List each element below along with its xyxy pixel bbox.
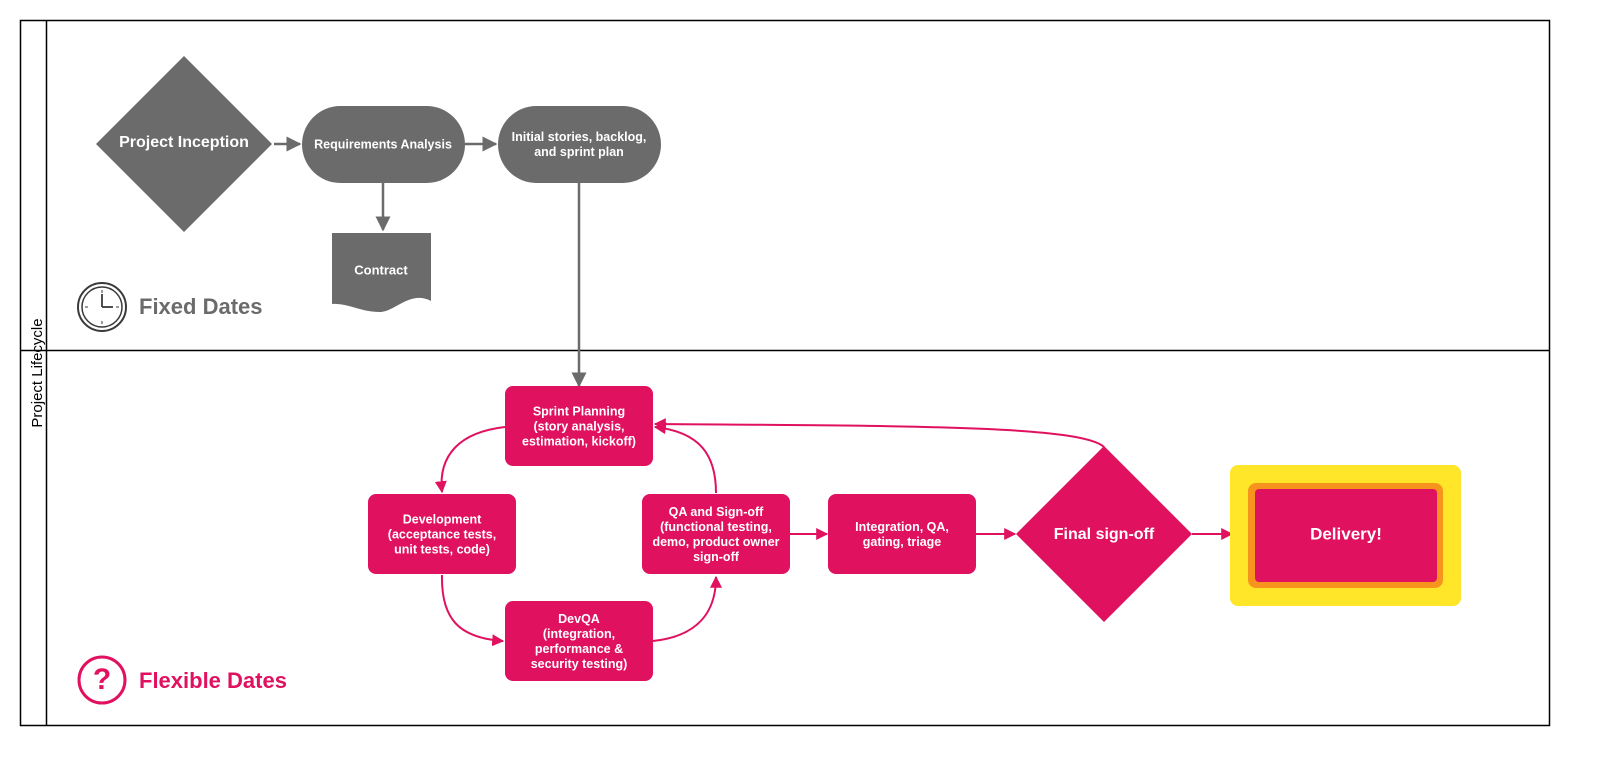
node-label-line: performance & <box>535 642 623 656</box>
arrow-sprint-to-development <box>434 426 506 494</box>
question-mark-icon: ? <box>77 655 127 705</box>
node-label: Final sign-off <box>1054 526 1155 543</box>
pool-label: Project Lifecycle <box>29 318 46 427</box>
connectors <box>274 136 1234 647</box>
node-label: Contract <box>354 262 408 277</box>
node-label: Project Inception <box>119 134 249 151</box>
node-development: Development(acceptance tests,unit tests,… <box>368 494 516 574</box>
node-label: Sprint Planning(story analysis,estimatio… <box>522 404 636 448</box>
clock-icon <box>77 282 127 332</box>
node-label-line: demo, product owner <box>652 535 779 549</box>
node-qa-signoff: QA and Sign-off(functional testing,demo,… <box>642 494 790 574</box>
node-label-line: Integration, QA, <box>855 520 949 534</box>
arrow-development-to-devqa <box>440 574 505 647</box>
node-integration: Integration, QA,gating, triage <box>828 494 976 574</box>
node-contract: Contract <box>332 233 431 312</box>
node-label: Integration, QA,gating, triage <box>855 520 949 549</box>
node-label-line: and sprint plan <box>534 145 624 159</box>
node-label-line: (acceptance tests, <box>388 527 496 541</box>
node-label-line: unit tests, code) <box>394 542 490 556</box>
arrow-qa-to-sprint <box>653 422 717 494</box>
node-label-line: (integration, <box>543 627 615 641</box>
node-label-line: Delivery! <box>1310 524 1382 543</box>
node-final-signoff: Final sign-off <box>1016 446 1192 622</box>
node-label-line: security testing) <box>531 657 628 671</box>
node-requirements-analysis: Requirements Analysis <box>302 106 465 183</box>
fixed-dates-title: Fixed Dates <box>139 294 263 319</box>
node-label-line: Requirements Analysis <box>314 137 452 151</box>
svg-text:?: ? <box>93 663 111 696</box>
node-label: DevQA(integration,performance &security … <box>531 612 628 671</box>
node-label-line: QA and Sign-off <box>669 505 764 519</box>
flexible-dates-title: Flexible Dates <box>139 668 287 693</box>
node-devqa: DevQA(integration,performance &security … <box>505 601 653 681</box>
node-label: Requirements Analysis <box>314 137 452 151</box>
node-project-inception: Project Inception <box>96 56 272 232</box>
node-label: QA and Sign-off(functional testing,demo,… <box>652 505 779 564</box>
node-label-line: Final sign-off <box>1054 526 1155 543</box>
node-label-line: gating, triage <box>863 535 942 549</box>
node-delivery: Delivery! <box>1230 465 1461 606</box>
node-label-line: Sprint Planning <box>533 404 625 418</box>
node-label: Initial stories, backlog,and sprint plan <box>512 130 647 159</box>
node-initial-stories: Initial stories, backlog,and sprint plan <box>498 106 661 183</box>
arrow-devqa-to-qa <box>652 575 722 642</box>
node-label-line: Initial stories, backlog, <box>512 130 647 144</box>
node-sprint-planning: Sprint Planning(story analysis,estimatio… <box>505 386 653 466</box>
node-label-line: estimation, kickoff) <box>522 434 636 448</box>
node-label-line: (functional testing, <box>660 520 772 534</box>
node-label-line: (story analysis, <box>533 419 624 433</box>
node-label-line: Contract <box>354 262 408 277</box>
pool-frame <box>19 19 1551 727</box>
node-label-line: Project Inception <box>119 134 249 151</box>
node-label-line: Development <box>403 512 482 526</box>
node-label-line: DevQA <box>558 612 600 626</box>
node-label: Development(acceptance tests,unit tests,… <box>388 512 496 556</box>
node-label: Delivery! <box>1310 524 1382 543</box>
node-label-line: sign-off <box>693 550 740 564</box>
arrow-final-to-sprint-loop <box>653 418 1105 448</box>
